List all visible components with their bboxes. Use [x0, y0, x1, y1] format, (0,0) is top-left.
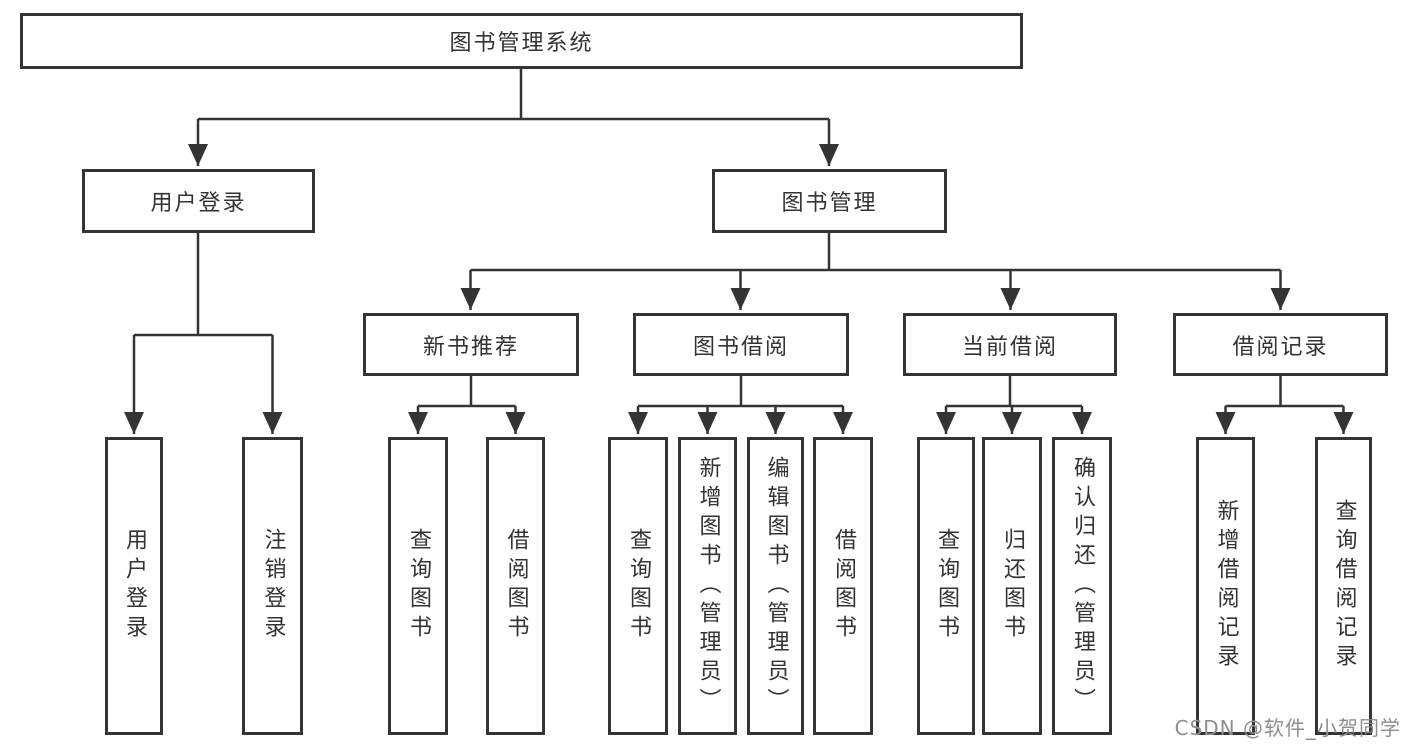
node-current-borrowing: 当前借阅 [903, 313, 1117, 376]
leaf-label: 新增借阅记录 [1213, 499, 1239, 673]
leaf-logout: 注销登录 [242, 437, 303, 735]
leaf-borrow-books: 借阅图书 [813, 437, 873, 735]
leaf-label: 编辑图书（管理员） [763, 455, 789, 717]
node-user-login: 用户登录 [82, 169, 315, 233]
leaf-label: 借阅图书 [503, 528, 529, 644]
node-new-book-recommendation: 新书推荐 [363, 313, 579, 376]
leaf-confirm-return-admin: 确认归还（管理员） [1052, 437, 1112, 735]
leaf-add-borrow-record: 新增借阅记录 [1196, 437, 1255, 735]
leaf-borrow-books-recommend: 借阅图书 [486, 437, 545, 735]
leaf-user-login: 用户登录 [105, 437, 163, 735]
leaf-add-book-admin: 新增图书（管理员） [678, 437, 737, 735]
leaf-label: 查询图书 [626, 528, 651, 644]
leaf-label: 查询借阅记录 [1331, 499, 1357, 673]
node-label: 当前借阅 [961, 334, 1058, 360]
leaf-query-books-current: 查询图书 [917, 437, 975, 735]
leaf-query-borrow-record: 查询借阅记录 [1315, 437, 1372, 735]
leaf-label: 新增图书（管理员） [695, 455, 721, 717]
leaf-label: 归还图书 [1000, 528, 1025, 644]
node-book-management: 图书管理 [712, 169, 947, 233]
leaf-edit-book-admin: 编辑图书（管理员） [747, 437, 804, 735]
leaf-label: 借阅图书 [831, 528, 856, 644]
node-borrowing-records: 借阅记录 [1173, 313, 1388, 376]
node-label: 图书管理系统 [449, 31, 594, 56]
leaf-label: 查询图书 [406, 528, 431, 644]
node-book-borrowing: 图书借阅 [633, 313, 849, 376]
watermark-text: CSDN @软件_小贺同学 [1174, 716, 1401, 740]
node-library-management-system: 图书管理系统 [20, 13, 1023, 69]
node-label: 图书借阅 [692, 334, 789, 360]
node-label: 新书推荐 [422, 334, 519, 360]
leaf-label: 确认归还（管理员） [1070, 455, 1095, 717]
leaf-query-books-recommend: 查询图书 [388, 437, 448, 735]
node-label: 用户登录 [150, 191, 247, 216]
leaf-query-books-borrow: 查询图书 [608, 437, 668, 735]
leaf-label: 用户登录 [122, 528, 147, 644]
leaf-label: 查询图书 [934, 528, 959, 644]
leaf-return-books: 归还图书 [982, 437, 1042, 735]
node-label: 借阅记录 [1232, 334, 1329, 360]
leaf-label: 注销登录 [260, 528, 286, 644]
node-label: 图书管理 [781, 191, 878, 216]
